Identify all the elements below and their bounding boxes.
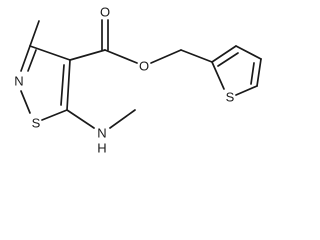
bond-c4-carbonyl <box>69 49 106 61</box>
bond-n2-s1 <box>20 90 31 114</box>
bond-th-s-c2 <box>211 61 225 90</box>
atom-amine-nitrogen: N <box>97 126 106 141</box>
atom-thiophene-sulfur: S <box>226 90 235 105</box>
bond-c3-c4 <box>29 45 71 61</box>
bond-carbonyl-oester <box>104 49 138 64</box>
atom-labels: O O N S N H S <box>14 5 234 156</box>
atom-ester-oxygen: O <box>139 59 149 74</box>
atom-isothiazole-sulfur: S <box>32 116 41 131</box>
atom-amine-hydrogen: H <box>97 141 106 156</box>
bond-c3-n2-inner <box>27 49 37 72</box>
bond-c5-nh <box>66 109 95 129</box>
bond-th-c5-s <box>235 85 258 96</box>
bond-c5-c4 <box>66 59 71 111</box>
bond-th-c3-c4 <box>235 45 262 60</box>
bond-c3-n2 <box>20 45 31 72</box>
structure-canvas: O O N S N H S <box>14 5 262 156</box>
molecule-drawing: O O N S N H S <box>14 5 262 156</box>
bond-th-c4-c5-inner <box>250 62 255 85</box>
bond-s1-c5 <box>41 109 68 121</box>
atom-carbonyl-oxygen: O <box>100 5 110 20</box>
atom-isothiazole-nitrogen: N <box>14 74 23 89</box>
bond-ch2-thiophene <box>180 49 213 63</box>
bond-th-c2-c3 <box>211 45 237 63</box>
bond-oester-ch2 <box>150 49 182 64</box>
bond-methyl-c3 <box>29 20 40 47</box>
bond-nh-methyl <box>109 109 136 129</box>
bond-c5-c4-inner <box>60 64 65 106</box>
bond-th-c4-c5 <box>256 58 262 87</box>
bond-th-c2-c3-inner <box>217 52 239 67</box>
bonds <box>20 19 262 129</box>
